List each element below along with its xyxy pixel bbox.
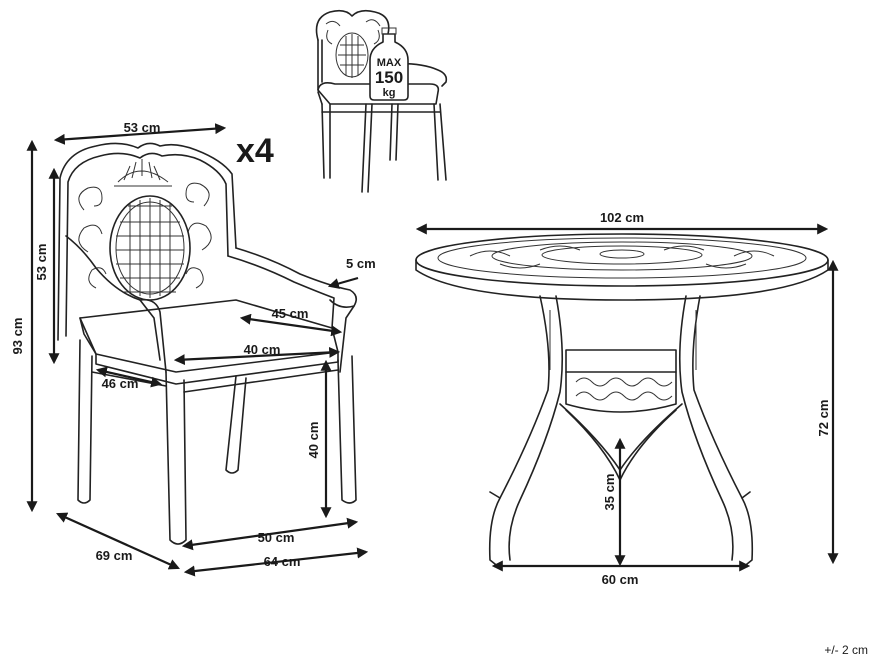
chair-seat-height-label: 40 cm xyxy=(306,422,321,459)
small-chair-illustration xyxy=(315,9,448,193)
chair-seat-depth-label: 45 cm xyxy=(272,306,309,321)
chair-width-label: 53 cm xyxy=(124,120,161,135)
max-load-badge: MAX 150 kg xyxy=(369,27,409,101)
chair-seat-width-label: 40 cm xyxy=(244,342,281,357)
chair-seat-side-label: 46 cm xyxy=(102,376,139,391)
table-clearance-label: 35 cm xyxy=(602,474,617,511)
tolerance-note: +/- 2 cm xyxy=(824,643,868,657)
max-load-unit: kg xyxy=(383,87,396,99)
chair-back-height-label: 53 cm xyxy=(34,244,49,281)
table-height-label: 72 cm xyxy=(816,400,831,437)
table-diameter-label: 102 cm xyxy=(600,210,644,225)
chair-total-height-label: 93 cm xyxy=(10,318,25,355)
chair-base-width-label: 50 cm xyxy=(258,530,295,545)
chair-armrest-label: 5 cm xyxy=(346,256,376,271)
chair-illustration xyxy=(57,142,358,545)
table-illustration xyxy=(415,233,829,569)
dimension-arrows xyxy=(26,123,839,577)
chair-base-depth-label: 64 cm xyxy=(264,554,301,569)
table-base-label: 60 cm xyxy=(602,572,639,587)
chair-depth-label: 69 cm xyxy=(96,548,133,563)
chair-quantity-label: x4 xyxy=(236,132,274,170)
max-load-value: 150 xyxy=(375,68,403,87)
max-load-label: MAX xyxy=(377,57,402,69)
